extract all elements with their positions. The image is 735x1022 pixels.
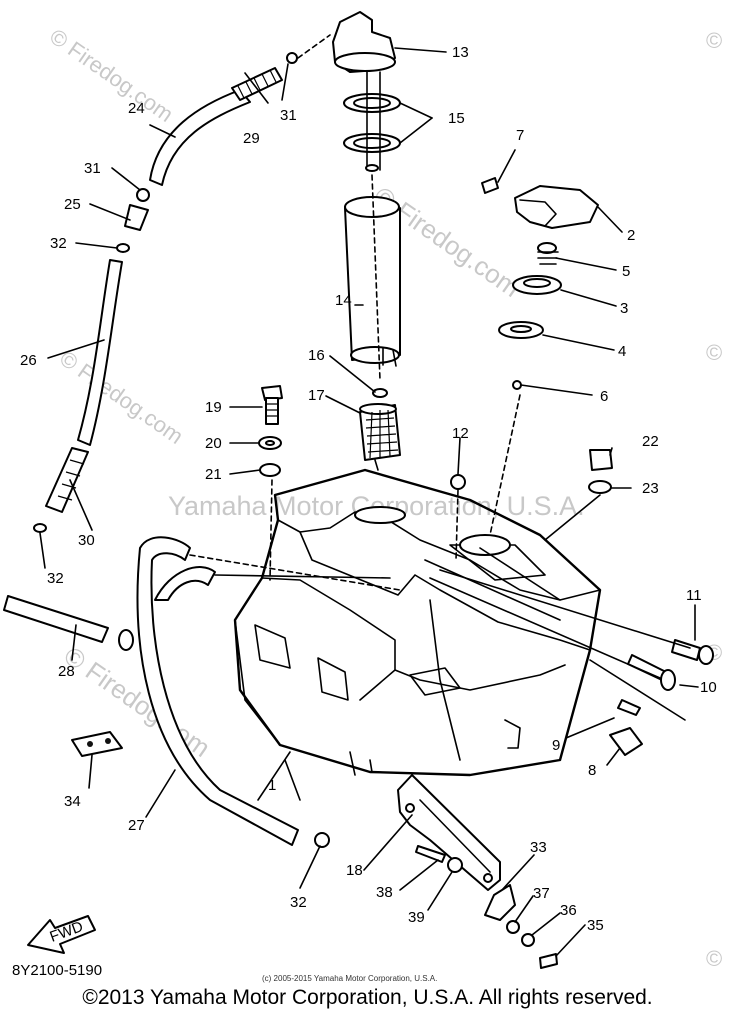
callout-2: 2 bbox=[627, 227, 635, 244]
callout-29: 29 bbox=[243, 130, 260, 147]
callout-3: 3 bbox=[620, 300, 628, 317]
callout-26: 26 bbox=[20, 352, 37, 369]
fuel-hose-assembly bbox=[3, 52, 330, 848]
callout-16: 16 bbox=[308, 347, 325, 364]
callout-23: 23 bbox=[642, 480, 659, 497]
fuel-pump-assembly bbox=[332, 11, 401, 471]
callout-39: 39 bbox=[408, 909, 425, 926]
callout-34: 34 bbox=[64, 793, 81, 810]
callout-13: 13 bbox=[452, 44, 469, 61]
watermark-firedog-mid: © Firedog.com bbox=[55, 346, 188, 449]
small-copyright: (c) 2005-2015 Yamaha Motor Corporation, … bbox=[262, 974, 437, 983]
callout-11: 11 bbox=[686, 587, 702, 604]
callout-31-top: 31 bbox=[280, 107, 297, 124]
fuel-tank bbox=[233, 468, 602, 777]
callout-30: 30 bbox=[78, 532, 95, 549]
callout-7: 7 bbox=[516, 127, 524, 144]
callout-27: 27 bbox=[128, 817, 145, 834]
callout-24: 24 bbox=[128, 100, 145, 117]
callout-21: 21 bbox=[205, 466, 222, 483]
callout-1: 1 bbox=[268, 777, 276, 794]
callout-10: 10 bbox=[700, 679, 717, 696]
callout-19: 19 bbox=[205, 399, 222, 416]
callout-36: 36 bbox=[560, 902, 577, 919]
copyright-footer: ©2013 Yamaha Motor Corporation, U.S.A. A… bbox=[82, 986, 653, 1009]
alignment-lines bbox=[189, 34, 691, 721]
callout-labels: 13 15 14 16 17 19 20 21 12 22 23 7 2 5 3… bbox=[20, 44, 717, 934]
callout-8: 8 bbox=[588, 762, 596, 779]
leader-lines bbox=[39, 47, 699, 957]
callout-37: 37 bbox=[533, 885, 550, 902]
callout-32-b: 32 bbox=[47, 570, 64, 587]
callout-18: 18 bbox=[346, 862, 363, 879]
callout-25: 25 bbox=[64, 196, 81, 213]
callout-33: 33 bbox=[530, 839, 547, 856]
callout-31-left: 31 bbox=[84, 160, 101, 177]
callout-35: 35 bbox=[587, 917, 604, 934]
callout-32-a: 32 bbox=[50, 235, 67, 252]
watermark-copyright-right-1: © bbox=[706, 28, 722, 53]
callout-17: 17 bbox=[308, 387, 325, 404]
watermark-copyright-right-2: © bbox=[706, 340, 722, 365]
callout-22: 22 bbox=[642, 433, 659, 450]
callout-9: 9 bbox=[552, 737, 560, 754]
callout-14: 14 bbox=[335, 292, 352, 309]
callout-15: 15 bbox=[448, 110, 465, 127]
watermark-layer: Yamaha Motor Corporation, U.S.A. © Fired… bbox=[45, 24, 722, 971]
callout-20: 20 bbox=[205, 435, 222, 452]
callout-12: 12 bbox=[452, 425, 469, 442]
callout-6: 6 bbox=[600, 388, 608, 405]
watermark-copyright-right-4: © bbox=[706, 946, 722, 971]
fwd-arrow-icon: FWD bbox=[27, 915, 96, 954]
diagram-code: 8Y2100-5190 bbox=[12, 962, 102, 979]
tank-bracket bbox=[71, 731, 558, 969]
callout-38: 38 bbox=[376, 884, 393, 901]
callout-4: 4 bbox=[618, 343, 626, 360]
callout-28: 28 bbox=[58, 663, 75, 680]
fuel-cap-assembly bbox=[481, 177, 599, 390]
callout-5: 5 bbox=[622, 263, 630, 280]
callout-32-c: 32 bbox=[290, 894, 307, 911]
watermark-firedog-upper-left: © Firedog.com bbox=[45, 24, 178, 127]
